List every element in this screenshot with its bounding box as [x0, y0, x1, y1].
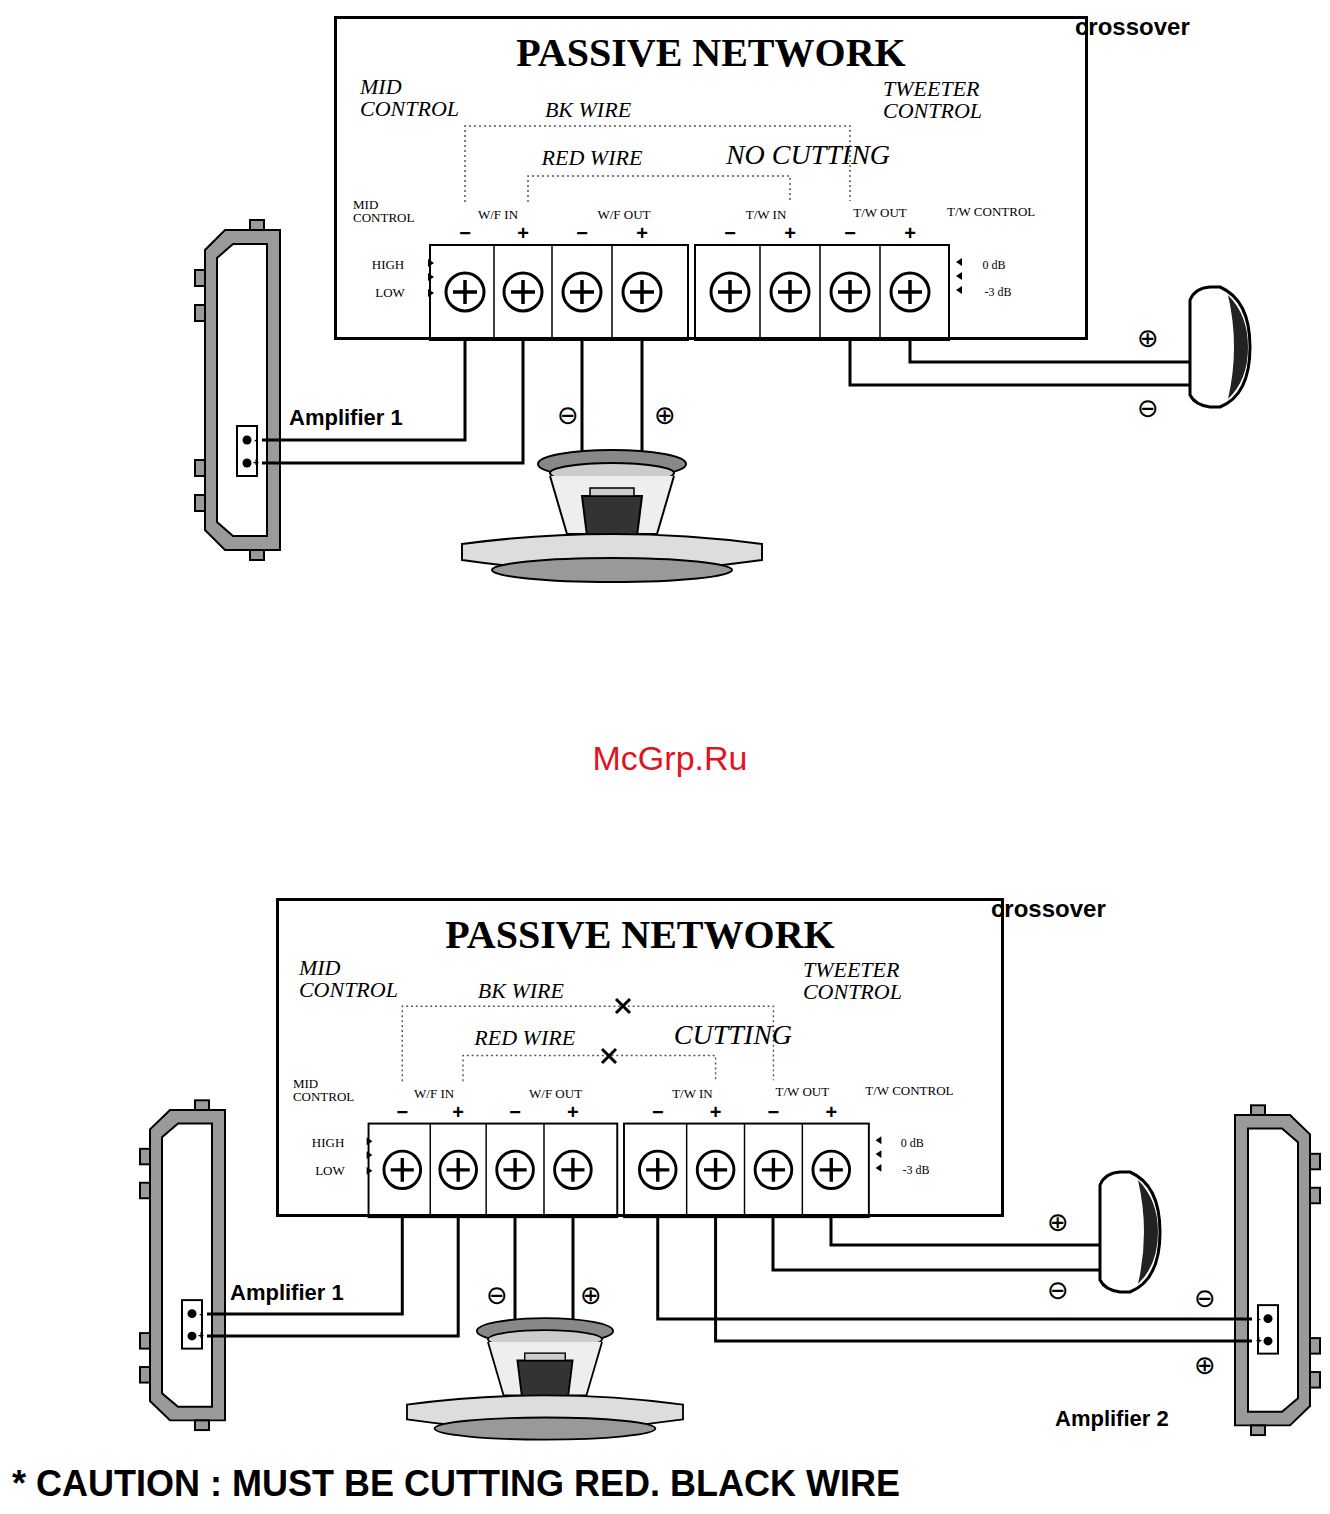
wire — [225, 1217, 458, 1336]
terminal-label: 0 dB — [982, 259, 1005, 271]
wire — [658, 1217, 1235, 1341]
polarity-mark: ⊕ — [1137, 325, 1159, 351]
terminal-label: MID CONTROL — [299, 957, 419, 1001]
amplifier: Amplifier 2 — [1235, 1115, 1310, 1415]
terminal-label: T/W OUT — [853, 206, 907, 219]
terminal-label: T/W CONTROL — [947, 205, 1037, 218]
terminal-label: MID CONTROL — [293, 1077, 373, 1103]
terminal-label: BK WIRE — [478, 980, 564, 1002]
pin-label: + — [1256, 1336, 1262, 1346]
pin-label: - — [1257, 1314, 1260, 1324]
terminal-label: W/F OUT — [529, 1087, 582, 1100]
amplifier: Amplifier 1 — [205, 230, 280, 550]
polarity-mark: ⊕ — [1047, 1209, 1069, 1235]
terminal-label: W/F OUT — [597, 208, 650, 221]
crossover-box: PASSIVE NETWORKcrossover — [276, 898, 1004, 1217]
polarity-mark: ⊖ — [557, 402, 579, 428]
caution-caption: * CAUTION : MUST BE CUTTING RED. BLACK W… — [12, 1466, 900, 1502]
terminal-label: + — [825, 1102, 837, 1122]
terminal-label: TWEETER CONTROL — [883, 78, 1013, 122]
terminal-label: − — [652, 1102, 664, 1122]
terminal-label: LOW — [315, 1163, 345, 1176]
terminal-label: HIGH — [312, 1136, 345, 1149]
polarity-mark: ⊖ — [486, 1282, 508, 1308]
terminal-label: − — [768, 1102, 780, 1122]
pin-label: + — [198, 1331, 204, 1341]
pin-label: - — [199, 1309, 202, 1319]
terminal-label: HIGH — [372, 258, 405, 271]
terminal-label: + — [710, 1102, 722, 1122]
polarity-mark: ⊖ — [1137, 395, 1159, 421]
terminal-label: LOW — [375, 286, 405, 299]
terminal-label: − — [396, 1102, 408, 1122]
wire — [280, 340, 523, 463]
terminal-label: RED WIRE — [474, 1027, 575, 1049]
pin-label: + — [253, 458, 259, 468]
terminal-label: W/F IN — [414, 1087, 454, 1100]
polarity-mark: ⊕ — [1194, 1352, 1216, 1378]
terminal-label: NO CUTTING — [726, 141, 890, 169]
speaker-wire-pair — [658, 1217, 1235, 1341]
box-heading: crossover — [991, 897, 1106, 921]
terminal-label: + — [567, 1102, 579, 1122]
terminal-label: T/W CONTROL — [865, 1084, 955, 1097]
amplifier-label: Amplifier 2 — [1055, 1408, 1169, 1430]
terminal-label: + — [784, 223, 796, 243]
terminal-label: T/W IN — [746, 208, 787, 221]
terminal-label: MID CONTROL — [353, 198, 433, 224]
polarity-mark: ⊖ — [1194, 1285, 1216, 1311]
amplifier-label: Amplifier 1 — [289, 407, 403, 429]
terminal-label: W/F IN — [478, 208, 518, 221]
terminal-label: + — [636, 223, 648, 243]
terminal-label: 0 dB — [901, 1137, 924, 1149]
terminal-label: -3 dB — [903, 1164, 930, 1176]
terminal-label: − — [844, 223, 856, 243]
pin-label: - — [254, 435, 257, 445]
polarity-mark: ⊕ — [580, 1282, 602, 1308]
speaker-wire-pair — [225, 1217, 458, 1336]
crossover-box: PASSIVE NETWORKcrossover — [334, 16, 1088, 340]
terminal-label: + — [517, 223, 529, 243]
terminal-label: − — [576, 223, 588, 243]
terminal-label: T/W IN — [672, 1087, 713, 1100]
box-heading: crossover — [1075, 15, 1190, 39]
terminal-label: MID CONTROL — [360, 76, 480, 120]
polarity-mark: ⊖ — [1047, 1277, 1069, 1303]
terminal-label: CUTTING — [674, 1021, 792, 1049]
amplifier-label: Amplifier 1 — [230, 1282, 344, 1304]
watermark: McGrp.Ru — [593, 741, 748, 775]
terminal-label: + — [452, 1102, 464, 1122]
amplifier: Amplifier 1 — [150, 1110, 225, 1420]
terminal-label: + — [904, 223, 916, 243]
speaker-wire-pair — [280, 340, 523, 463]
terminal-label: BK WIRE — [545, 99, 631, 121]
terminal-label: − — [724, 223, 736, 243]
terminal-label: T/W OUT — [776, 1085, 830, 1098]
terminal-label: RED WIRE — [542, 147, 643, 169]
terminal-label: − — [459, 223, 471, 243]
terminal-label: -3 dB — [985, 286, 1012, 298]
polarity-mark: ⊕ — [654, 402, 676, 428]
terminal-label: TWEETER CONTROL — [803, 959, 933, 1003]
box-title: PASSIVE NETWORK — [279, 915, 1001, 955]
box-title: PASSIVE NETWORK — [337, 33, 1085, 73]
terminal-label: − — [509, 1102, 521, 1122]
